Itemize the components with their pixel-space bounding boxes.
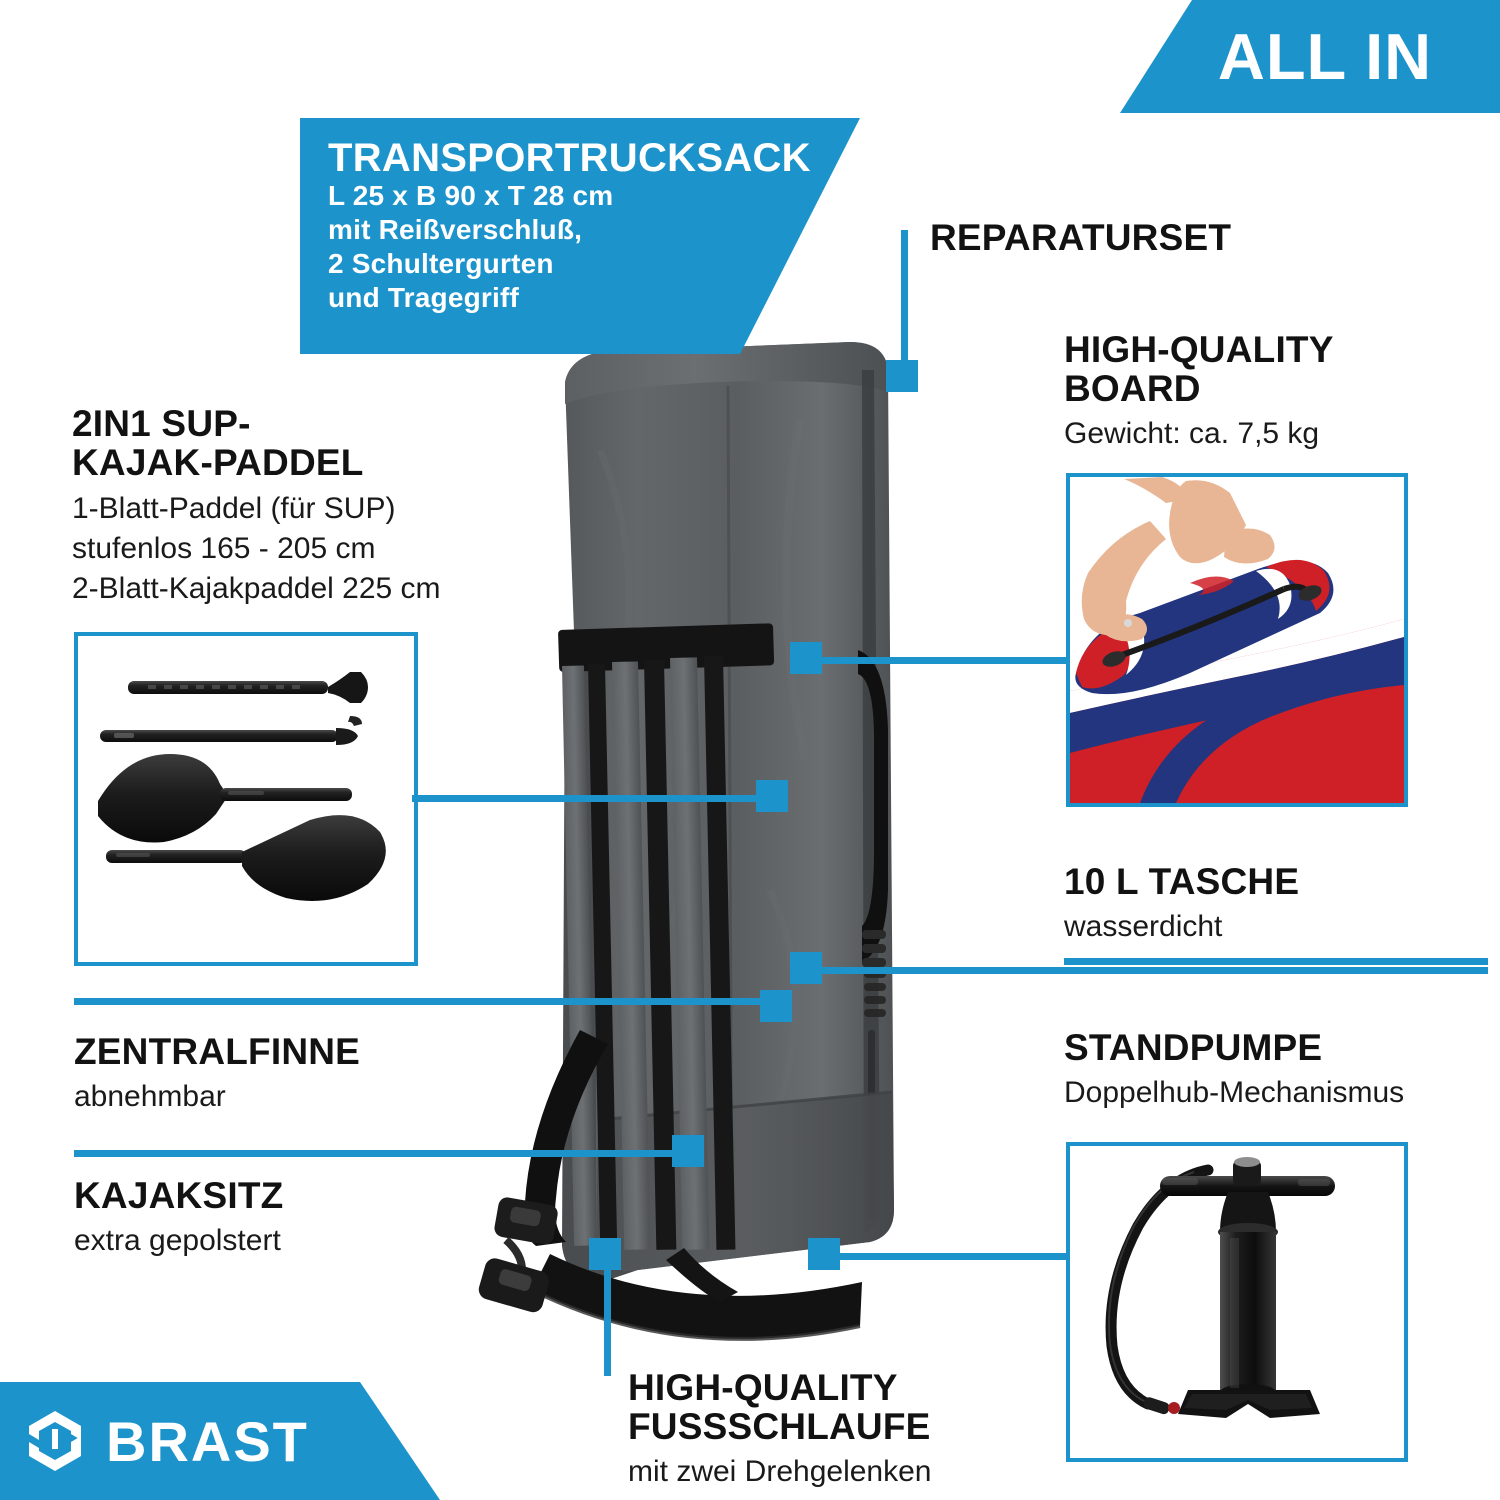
seat-sub: extra gepolstert (74, 1224, 281, 1258)
repair-title: REPARATURSET (930, 217, 1232, 258)
transport-line-2: mit Reißverschluß, (328, 213, 583, 245)
transport-line-1: L 25 x B 90 x T 28 cm (328, 179, 614, 211)
paddle-line-3: 2-Blatt-Kajakpaddel 225 cm (72, 572, 441, 606)
all-in-banner: ALL IN (1120, 0, 1500, 113)
brast-hexagon-icon (29, 1411, 81, 1471)
marker-seat (672, 1135, 704, 1167)
bag10l-sub: wasserdicht (1064, 910, 1223, 944)
callout-10l-bag: 10 L TASCHE wasserdicht (1064, 862, 1484, 945)
footstrap-sub: mit zwei Drehgelenken (628, 1455, 932, 1489)
marker-10l-bag (790, 952, 822, 984)
callout-repair: REPARATURSET (930, 218, 1350, 257)
brast-wordmark: BRAST (106, 1409, 309, 1473)
board-photo-box (1066, 473, 1408, 807)
transport-line-4: und Tragegriff (328, 282, 520, 314)
backpack-illustration (478, 342, 894, 1341)
pump-title: STANDPUMPE (1064, 1027, 1323, 1068)
paddle-line-1: 1-Blatt-Paddel (für SUP) (72, 492, 396, 526)
leader-footstrap (604, 1262, 611, 1376)
marker-repair (886, 360, 918, 392)
paddle-title: 2IN1 SUP- KAJAK-PADDEL (72, 403, 364, 484)
leader-10l-bag (820, 967, 1488, 974)
callout-pump: STANDPUMPE Doppelhub-Mechanismus (1064, 1028, 1494, 1111)
footstrap-title: HIGH-QUALITY FUSSSCHLAUFE (628, 1367, 931, 1448)
callout-seat: KAJAKSITZ extra gepolstert (74, 1176, 494, 1259)
marker-pump (808, 1238, 840, 1270)
transport-line-3: 2 Schultergurten (328, 248, 554, 280)
brast-logo-banner: BRAST (0, 1382, 440, 1500)
callout-fin: ZENTRALFINNE abnehmbar (74, 1032, 494, 1115)
transport-backpack-image (470, 330, 980, 1370)
callout-board: HIGH-QUALITY BOARD Gewicht: ca. 7,5 kg (1064, 330, 1484, 452)
bag10l-title: 10 L TASCHE (1064, 861, 1300, 902)
leader-repair (901, 230, 908, 362)
callout-footstrap: HIGH-QUALITY FUSSSCHLAUFE mit zwei Drehg… (628, 1368, 1048, 1490)
board-title: HIGH-QUALITY BOARD (1064, 329, 1334, 410)
all-in-label: ALL IN (1217, 20, 1433, 93)
pump-photo-box (1066, 1142, 1408, 1462)
paddle-parts-illustration (98, 672, 386, 901)
seat-title: KAJAKSITZ (74, 1175, 284, 1216)
callout-paddle: 2IN1 SUP- KAJAK-PADDEL 1-Blatt-Paddel (f… (72, 404, 542, 607)
leader-pump (838, 1253, 1070, 1260)
paddle-line-2: stufenlos 165 - 205 cm (72, 532, 376, 566)
leader-board (820, 657, 1070, 664)
leader-paddle (412, 795, 784, 802)
marker-board (790, 642, 822, 674)
rolled-board-illustration (1070, 477, 1404, 803)
fin-title: ZENTRALFINNE (74, 1031, 361, 1072)
transport-title: TRANSPORTRUCKSACK (328, 136, 811, 180)
board-sub: Gewicht: ca. 7,5 kg (1064, 417, 1320, 451)
fin-sub: abnehmbar (74, 1080, 226, 1114)
leader-fin (74, 998, 774, 1005)
transport-backpack-banner: TRANSPORTRUCKSACK L 25 x B 90 x T 28 cm … (300, 118, 860, 354)
marker-paddle (756, 780, 788, 812)
marker-fin (760, 990, 792, 1022)
pump-sub: Doppelhub-Mechanismus (1064, 1076, 1405, 1110)
rule-10l-bag-underline (1064, 958, 1488, 965)
hand-pump-illustration (1070, 1146, 1404, 1458)
paddle-photo-box (74, 632, 418, 966)
leader-seat (74, 1150, 688, 1157)
